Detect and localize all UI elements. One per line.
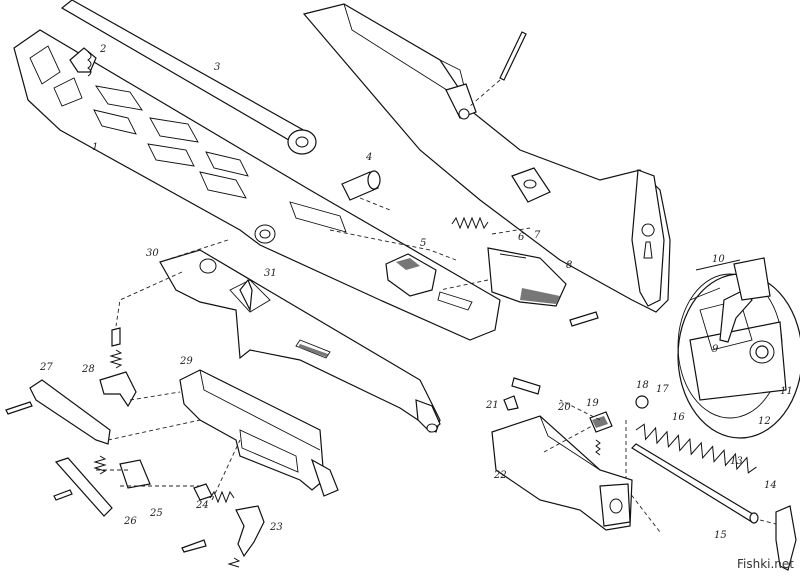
label-12: 12	[758, 416, 771, 427]
label-21: 21	[485, 400, 499, 411]
watermark-text: Fishki.net	[737, 557, 794, 571]
label-30: 30	[146, 248, 159, 259]
label-27: 27	[39, 362, 53, 373]
part-drum-magazine	[678, 258, 800, 438]
label-11: 11	[780, 386, 793, 397]
label-13: 13	[730, 456, 743, 467]
part-latch-lever	[6, 380, 110, 444]
label-5: 5	[420, 238, 426, 249]
label-8: 8	[566, 260, 572, 271]
part-trigger-frame	[180, 370, 338, 496]
label-14: 14	[764, 480, 777, 491]
label-31: 31	[264, 268, 277, 279]
label-7: 7	[534, 230, 541, 241]
label-26: 26	[123, 516, 137, 527]
label-19: 19	[586, 398, 599, 409]
label-3: 3	[214, 62, 220, 73]
label-1: 1	[92, 142, 98, 153]
label-4: 4	[365, 152, 372, 163]
label-16: 16	[672, 412, 685, 423]
label-22: 22	[493, 470, 507, 481]
label-24: 24	[195, 500, 209, 511]
label-25: 25	[149, 508, 163, 519]
label-17: 17	[656, 384, 669, 395]
label-10: 10	[712, 254, 725, 265]
label-23: 23	[269, 522, 283, 533]
label-6: 6	[518, 232, 525, 243]
part-buffer	[342, 171, 380, 200]
label-18: 18	[636, 380, 649, 391]
label-28: 28	[81, 364, 95, 375]
label-20: 20	[557, 402, 571, 413]
label-29: 29	[179, 356, 193, 367]
label-2: 2	[99, 44, 106, 55]
label-15: 15	[714, 530, 727, 541]
label-9: 9	[712, 344, 719, 355]
